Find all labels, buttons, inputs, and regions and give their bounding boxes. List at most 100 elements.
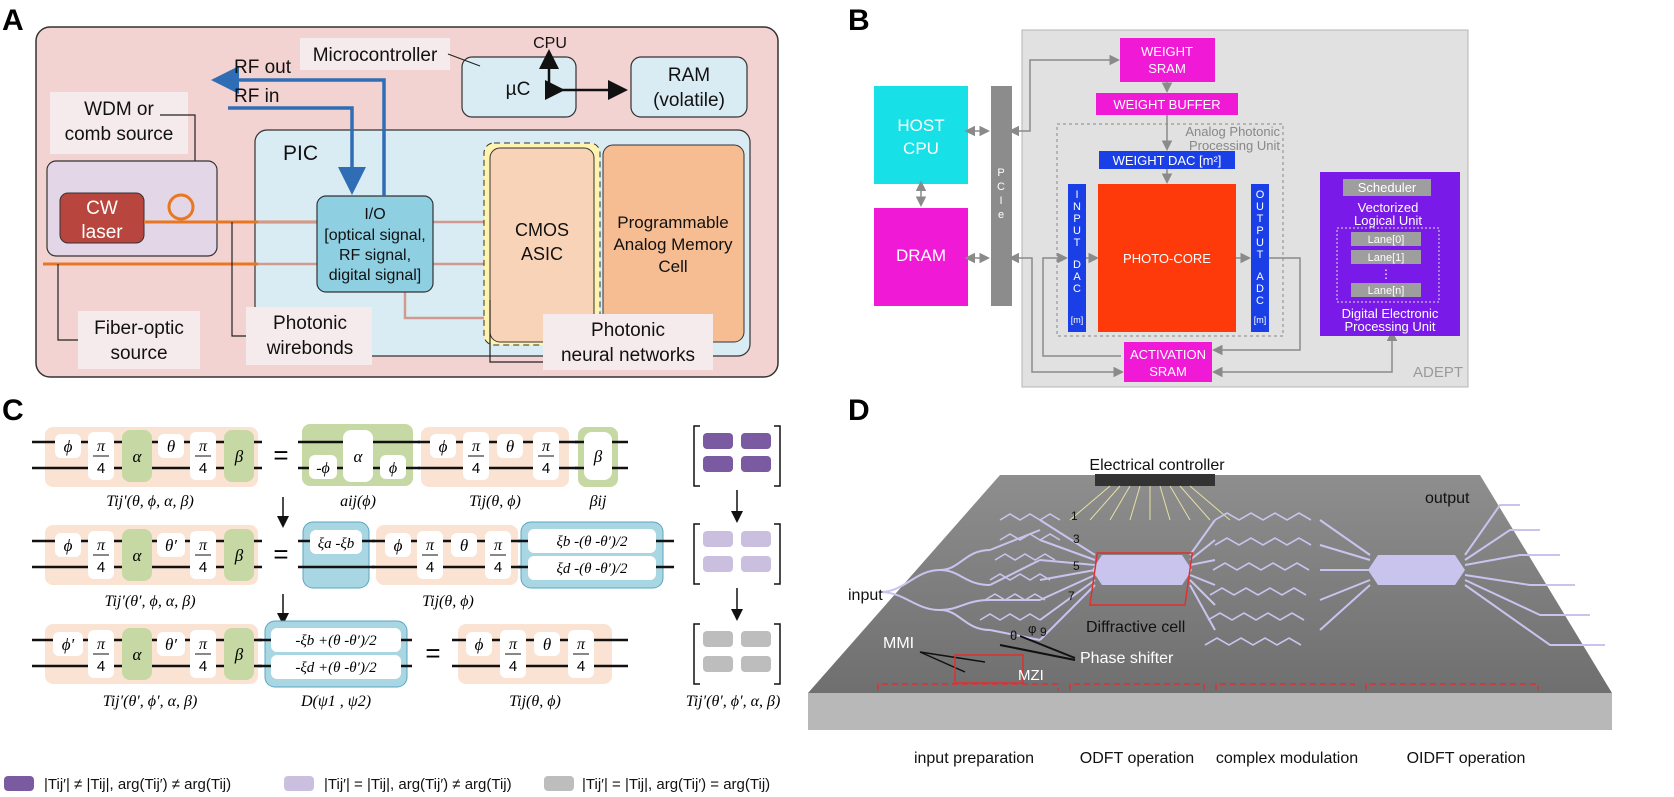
alpha-box — [343, 430, 373, 482]
matrix-cell — [703, 656, 733, 672]
wirebond-label-2: wirebonds — [266, 338, 354, 359]
input-dac-char: D — [1073, 259, 1081, 271]
stage-odft: ODFT operation — [1080, 750, 1194, 767]
four-symbol: 4 — [542, 460, 550, 477]
matrix-cell — [703, 433, 733, 449]
theta-prime-symbol: θ′ — [165, 635, 177, 654]
output-adc-char: U — [1256, 201, 1264, 213]
output-adc-char: T — [1257, 249, 1264, 261]
row1-caption-b: aij(ϕ) — [340, 493, 376, 510]
four-symbol: 4 — [577, 658, 585, 675]
theta-prime-symbol: θ′ — [165, 536, 177, 555]
xi-d-box — [528, 556, 656, 580]
ram-box — [630, 56, 748, 118]
depu-activation-link — [1212, 330, 1398, 378]
output-adc-m: [m] — [1254, 315, 1267, 325]
four-symbol: 4 — [97, 460, 105, 477]
input-dac-char: A — [1073, 271, 1081, 283]
activation-label-2: SRAM — [1149, 364, 1187, 379]
fiber-leader — [57, 264, 80, 341]
row3-caption-a: Tij′(θ′, ϕ′, α, β) — [103, 693, 198, 710]
phi-marker: φ — [1028, 621, 1036, 636]
panel-b-letter: B — [848, 4, 870, 37]
row3-caption-b: D(ψ1 , ψ2) — [300, 693, 371, 710]
xi-b-box — [528, 529, 656, 553]
legend-label: |Tij′| = |Tij|, arg(Tij′) ≠ arg(Tij) — [324, 776, 512, 793]
apu-region — [1056, 123, 1284, 337]
lane-0-label: Lane[0] — [1368, 234, 1405, 246]
neg-xi-b-symbol: -ξb +(θ -θ′)/2 — [295, 633, 377, 649]
phi-symbol: ϕ — [394, 536, 403, 555]
diffractive-label: Diffractive cell — [1086, 619, 1185, 636]
input-dac-char: C — [1073, 283, 1081, 295]
matrix-bracket — [693, 623, 781, 685]
panel-c: C ϕ π 4 α θ π 4 β = -ϕ — [2, 394, 781, 793]
panel-d-letter: D — [848, 394, 870, 427]
alpha-symbol: α — [354, 447, 364, 466]
phi-symbol: ϕ — [475, 635, 484, 654]
row1-caption-c: Tij(θ, ϕ) — [469, 493, 521, 510]
weight-buffer-label: WEIGHT BUFFER — [1113, 97, 1220, 112]
phase-box — [380, 455, 406, 479]
phase-box — [466, 632, 492, 656]
matrix-cell — [741, 531, 771, 547]
legend: |Tij′| ≠ |Tij|, arg(Tij′) ≠ arg(Tij) |Ti… — [4, 776, 770, 793]
mesh-index-5: 5 — [1073, 559, 1080, 573]
pam-label-3: Cell — [658, 257, 687, 276]
pnn-label-bg — [543, 314, 713, 370]
theta-box — [497, 434, 523, 458]
host-cpu — [874, 86, 968, 184]
xi-d-symbol: ξd -(θ -θ′)/2 — [556, 561, 628, 577]
output-adc-char: O — [1256, 189, 1265, 201]
cmos-label-2: ASIC — [521, 244, 563, 264]
diffractive-cell-1 — [1092, 555, 1192, 585]
cmos-label-1: CMOS — [515, 220, 569, 240]
input-dac-char: P — [1073, 213, 1080, 225]
four-symbol: 4 — [199, 460, 207, 477]
wdm-label-2: comb source — [65, 124, 174, 145]
pcie-char: P — [997, 167, 1004, 179]
wdm-label-1: WDM or — [84, 99, 154, 120]
ram-label-1: RAM — [668, 65, 710, 86]
four-symbol: 4 — [97, 559, 105, 576]
panel-a-letter: A — [2, 4, 24, 37]
mesh-index-9: 9 — [1040, 625, 1047, 639]
legend-label: |Tij′| ≠ |Tij|, arg(Tij′) ≠ arg(Tij) — [44, 776, 231, 793]
legend-label: |Tij′| = |Tij|, arg(Tij′) = arg(Tij) — [582, 776, 770, 793]
scheduler-label: Scheduler — [1358, 180, 1417, 195]
pam-label-1: Programmable — [617, 213, 729, 232]
output-adc-char: C — [1256, 295, 1264, 307]
stage-complex-modulation: complex modulation — [1216, 750, 1358, 767]
phase-box — [385, 533, 411, 557]
output-adc-char: D — [1256, 283, 1264, 295]
matrix-cell — [703, 631, 733, 647]
alpha-box — [122, 430, 152, 482]
input-label: input — [848, 587, 883, 604]
pcie-activation-link — [1008, 252, 1124, 378]
four-symbol: 4 — [199, 559, 207, 576]
phase-box — [430, 434, 456, 458]
chip-side — [808, 693, 1612, 730]
rf-out-line — [211, 66, 386, 196]
pi-symbol: π — [199, 537, 208, 554]
host-cpu-label-2: CPU — [903, 139, 939, 158]
matrix-cell — [741, 631, 771, 647]
four-symbol: 4 — [426, 559, 434, 576]
adept-label: ADEPT — [1413, 364, 1463, 381]
mmi-leader-2 — [919, 651, 986, 663]
panel-b: B ADEPT Analog Photonic Processing Unit … — [848, 4, 1469, 388]
mesh-index-7: 7 — [1068, 589, 1075, 603]
io-label-3: RF signal, — [339, 247, 411, 264]
io-label-1: I/O — [364, 206, 385, 223]
vlu-label-2: Logical Unit — [1354, 213, 1422, 228]
matrix-cell — [741, 456, 771, 472]
phi-symbol: ϕ — [439, 437, 448, 456]
lane-n-label: Lane[n] — [1368, 285, 1405, 297]
cmos-asic — [489, 147, 595, 343]
phi-symbol: ϕ — [64, 536, 73, 555]
controller-wires — [1069, 485, 1231, 521]
stage-brackets — [877, 683, 1539, 690]
lane-1 — [1351, 250, 1421, 264]
phase-box — [55, 434, 81, 458]
pnn-leader — [489, 300, 545, 363]
